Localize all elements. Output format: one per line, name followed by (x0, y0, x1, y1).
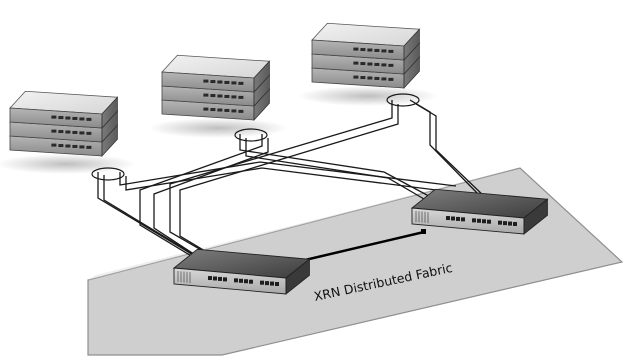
port-led (360, 48, 366, 52)
switch-port (513, 222, 517, 227)
port-led (238, 109, 244, 113)
port-led (360, 76, 366, 80)
port-led (79, 145, 85, 149)
switch-port (234, 278, 238, 283)
switch-port (218, 276, 222, 281)
port-led (367, 48, 373, 52)
port-led (238, 81, 244, 85)
port-led (72, 116, 78, 120)
switch-port (239, 278, 243, 283)
switch-port (213, 276, 217, 281)
port-led (381, 49, 387, 53)
port-led (203, 93, 209, 97)
stack-shadow (0, 154, 136, 174)
port-led (388, 63, 394, 67)
switch-port (208, 276, 212, 281)
port-led (224, 94, 230, 98)
switch-port (270, 281, 274, 286)
port-led (231, 109, 237, 113)
port-led (65, 144, 71, 148)
port-led (388, 77, 394, 81)
port-led (374, 48, 380, 52)
port-led (58, 144, 64, 148)
fabric-plate (87, 167, 623, 356)
network-switch-icon (410, 188, 549, 235)
port-led (353, 61, 359, 65)
stack-shadow (148, 118, 288, 138)
port-led (210, 108, 216, 112)
stacked-rack-server-icon (298, 22, 438, 106)
port-led (238, 95, 244, 99)
port-led (388, 49, 394, 53)
network-switch-icon (172, 248, 311, 295)
unit-side (253, 60, 270, 94)
port-led (79, 131, 85, 135)
port-led (367, 76, 373, 80)
switch-side (285, 258, 310, 295)
switch-port (508, 221, 512, 226)
port-led (51, 129, 57, 133)
port-led (381, 63, 387, 67)
unit-side (101, 96, 118, 130)
switch-port (482, 219, 486, 224)
port-led (231, 95, 237, 99)
port-led (217, 94, 223, 98)
port-led (217, 108, 223, 112)
switch-port (265, 281, 269, 286)
switch-port (472, 218, 476, 223)
port-led (58, 116, 64, 120)
switch-port (249, 279, 253, 284)
switch-port (223, 277, 227, 282)
switch-port (461, 217, 465, 222)
port-led (72, 130, 78, 134)
port-led (374, 62, 380, 66)
port-led (203, 107, 209, 111)
port-led (86, 131, 92, 135)
switch-port (456, 216, 460, 221)
switch-port (498, 220, 502, 225)
port-led (203, 79, 209, 83)
port-led (224, 108, 230, 112)
port-led (210, 80, 216, 84)
switch-port (260, 280, 264, 285)
port-led (65, 130, 71, 134)
stack-shadow (298, 86, 438, 106)
switch-port (451, 216, 455, 221)
stacked-rack-server-icon (0, 90, 136, 174)
port-led (367, 62, 373, 66)
port-led (374, 76, 380, 80)
port-led (65, 116, 71, 120)
switch-port (487, 219, 491, 224)
port-led (360, 62, 366, 66)
port-led (353, 47, 359, 51)
switch-port (275, 282, 279, 287)
port-led (224, 80, 230, 84)
unit-side (403, 28, 420, 62)
switch-port (503, 221, 507, 226)
port-led (231, 81, 237, 85)
port-led (381, 77, 387, 81)
port-led (86, 145, 92, 149)
port-led (58, 130, 64, 134)
port-led (79, 117, 85, 121)
stacked-rack-server-icon (148, 54, 288, 138)
switch-side (523, 198, 548, 235)
port-led (217, 80, 223, 84)
switch-port (244, 279, 248, 284)
port-led (51, 115, 57, 119)
switch-port (477, 218, 481, 223)
port-led (210, 94, 216, 98)
cable-bundle (97, 99, 487, 269)
port-led (86, 117, 92, 121)
switch-port (446, 216, 450, 221)
port-led (353, 75, 359, 79)
port-led (51, 143, 57, 147)
port-led (72, 144, 78, 148)
